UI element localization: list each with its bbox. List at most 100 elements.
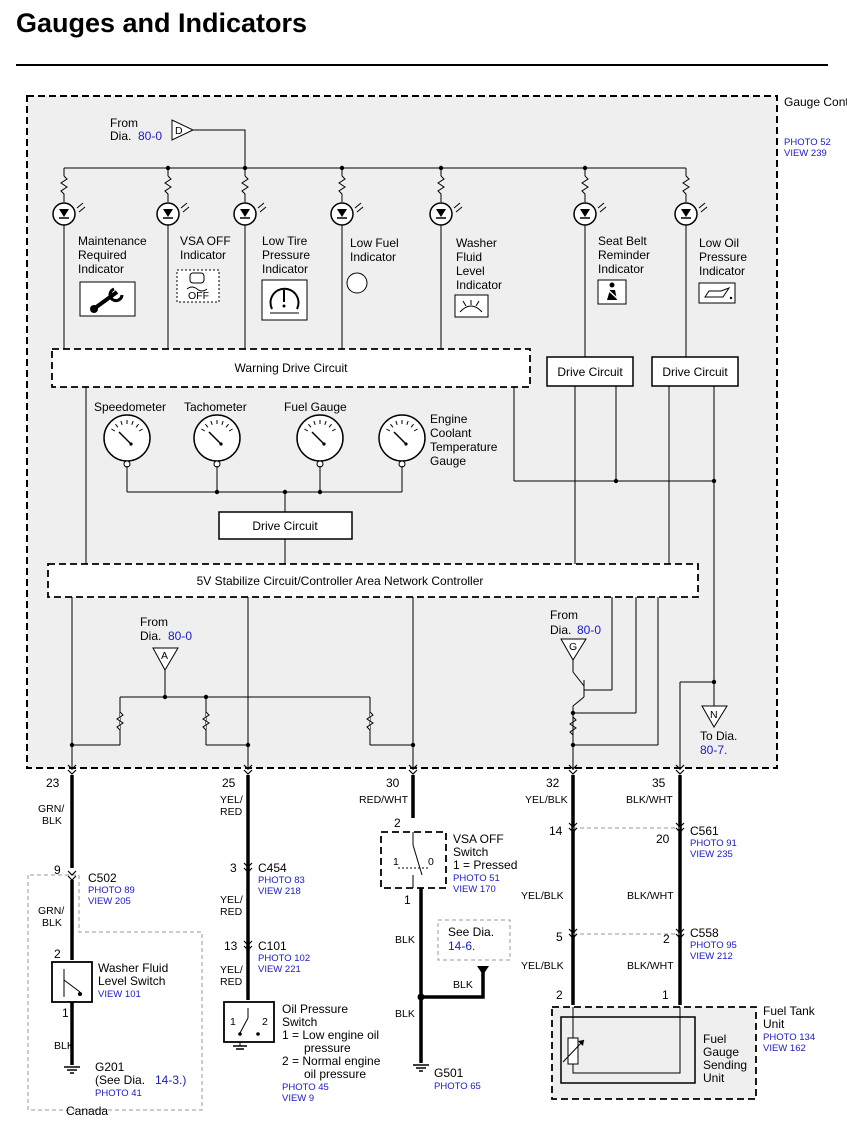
c558-photo: PHOTO 95	[690, 940, 737, 951]
oil-pressure-switch	[223, 1001, 275, 1043]
c561-view: VIEW 235	[690, 849, 733, 860]
c502-pin: 9	[54, 863, 61, 877]
fuel-unit-pin-2: 2	[556, 988, 563, 1002]
seatbelt-icon	[597, 279, 627, 305]
from-g-ref[interactable]: 80-0	[577, 623, 601, 637]
g501-photo: PHOTO 65	[434, 1081, 481, 1092]
canada-label: Canada	[66, 1104, 108, 1118]
to-n-label: To Dia.	[700, 729, 737, 743]
gauge-dial-2	[193, 414, 241, 468]
wire-yel-blk-2: YEL/BLK	[521, 890, 564, 902]
c454-name: C454	[258, 861, 287, 875]
wrench-icon	[79, 281, 136, 317]
wire-yel-blk-3: YEL/BLK	[521, 960, 564, 972]
circle-lamp-icon	[346, 272, 368, 294]
to-n-ref[interactable]: 80-7.	[700, 743, 727, 757]
vsa-switch-pin-2: 2	[394, 816, 401, 830]
to-n-connector-icon	[701, 705, 728, 728]
gauge-dial-1	[103, 414, 151, 468]
pin-23: 23	[46, 776, 60, 790]
c454-connector-icon	[243, 862, 253, 873]
oil-switch-photo: PHOTO 45	[282, 1082, 329, 1093]
pin-25: 25	[222, 776, 236, 790]
wire-blk-wht-2: BLK/WHT	[627, 890, 674, 902]
c101-pin: 13	[224, 939, 238, 953]
from-d-ref[interactable]: 80-0	[138, 129, 162, 143]
from-d-dia: Dia.	[110, 129, 131, 143]
c561-c558-connector-icons	[568, 822, 685, 939]
from-a-letter: A	[161, 650, 168, 662]
gauge-dial-3	[296, 414, 344, 468]
from-g-letter: G	[569, 641, 577, 653]
wire-blk-washer: BLK	[54, 1040, 74, 1052]
wire-red-wht: RED/WHT	[359, 794, 409, 806]
g201-photo: PHOTO 41	[95, 1088, 142, 1099]
svg-text:OFF: OFF	[188, 290, 209, 302]
from-d-connector-icon	[171, 119, 195, 141]
warning-drive-circuit-label: Warning Drive Circuit	[235, 361, 349, 375]
drive-circuit-label-2: Drive Circuit	[662, 365, 728, 379]
c558-pin-left: 5	[556, 930, 563, 944]
module-photo: PHOTO 52	[784, 137, 831, 148]
oil-can-icon	[698, 282, 736, 304]
washer-icon	[454, 294, 489, 318]
c502-view: VIEW 205	[88, 896, 131, 907]
washer-switch-view: VIEW 101	[98, 989, 141, 1000]
stabilize-circuit-box	[47, 563, 699, 598]
title-divider	[16, 64, 828, 66]
c558-name: C558	[690, 926, 719, 940]
see-dia-ref[interactable]: 14-6.	[448, 939, 475, 953]
from-d-label: From	[110, 116, 138, 130]
vsa-switch-pos-0: 0	[428, 856, 434, 868]
to-n-letter: N	[710, 709, 718, 721]
from-d-letter: D	[175, 125, 183, 137]
pin-30: 30	[386, 776, 400, 790]
g201-ref[interactable]: 14-3.)	[155, 1073, 186, 1087]
c558-pin-right: 2	[663, 932, 670, 946]
pin-32: 32	[546, 776, 560, 790]
wire-blk-branch: BLK	[453, 979, 473, 991]
indicator-bulbs	[52, 168, 708, 226]
ground-icon-oil	[233, 1042, 247, 1050]
pin-35: 35	[652, 776, 666, 790]
c502-name: C502	[88, 871, 117, 885]
page-title: Gauges and Indicators	[16, 8, 308, 38]
wire-blk-vsa: BLK	[395, 934, 415, 946]
c454-view: VIEW 218	[258, 886, 301, 897]
fuel-unit-view: VIEW 162	[763, 1043, 806, 1054]
indicator-bulb-3	[233, 168, 267, 226]
drive-circuit-label-1: Drive Circuit	[557, 365, 623, 379]
washer-switch-pin-1: 1	[62, 1006, 69, 1020]
oil-switch-view: VIEW 9	[282, 1093, 314, 1104]
drive-circuit-box-2	[651, 356, 739, 387]
indicator-bulb-5	[429, 168, 463, 226]
vsa-off-icon: OFF	[176, 269, 220, 303]
module-label: Gauge Control Module	[784, 95, 847, 109]
g201-name: G201	[95, 1060, 125, 1074]
c454-pin: 3	[230, 861, 237, 875]
from-a-ref[interactable]: 80-0	[168, 629, 192, 643]
wire-yel-red-1: YEL/RED	[220, 794, 243, 818]
stabilize-circuit-label: 5V Stabilize Circuit/Controller Area Net…	[197, 574, 484, 588]
c561-pin-left: 14	[549, 824, 563, 838]
see-dia-box	[437, 919, 511, 961]
wire-grn-blk-2: GRN/BLK	[38, 905, 64, 929]
g201-see: (See Dia.	[95, 1073, 145, 1087]
washer-switch-pin-2: 2	[54, 947, 61, 961]
vsa-switch-view: VIEW 170	[453, 884, 496, 895]
vsa-switch-note: 1 = Pressed	[453, 858, 517, 872]
from-a-label: From	[140, 615, 168, 629]
c502-photo: PHOTO 89	[88, 885, 135, 896]
fuel-unit-pin-1: 1	[662, 988, 669, 1002]
wire-blk-wht-3: BLK/WHT	[627, 960, 674, 972]
c454-photo: PHOTO 83	[258, 875, 305, 886]
